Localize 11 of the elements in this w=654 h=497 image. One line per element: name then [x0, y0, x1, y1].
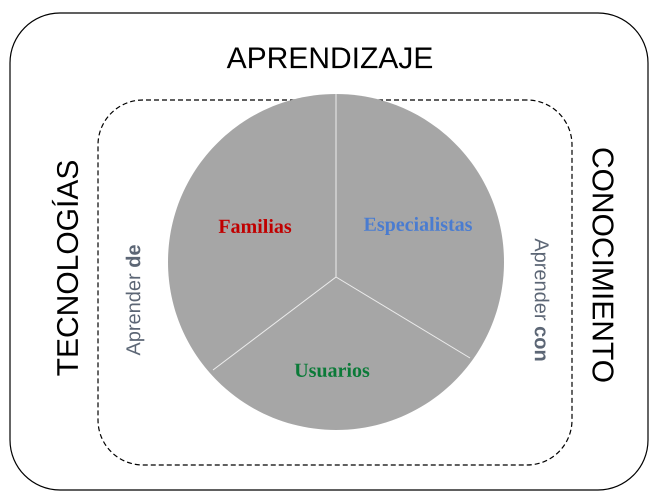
side-label: Aprender con — [530, 238, 550, 360]
sector-label: Usuarios — [294, 362, 370, 378]
heading-label: TECNOLOGÍAS — [52, 161, 78, 376]
side-label: Aprender de — [126, 245, 144, 356]
heading-label: CONOCIMIENTO — [592, 148, 614, 382]
dashed-rounded-box — [97, 99, 573, 466]
outer-rounded-box — [9, 12, 649, 491]
pie-circle-drawing — [168, 94, 504, 430]
heading-label: APRENDIZAJE — [226, 48, 432, 68]
sector-label: Especialistas — [364, 216, 472, 236]
sector-label: Familias — [218, 218, 292, 234]
